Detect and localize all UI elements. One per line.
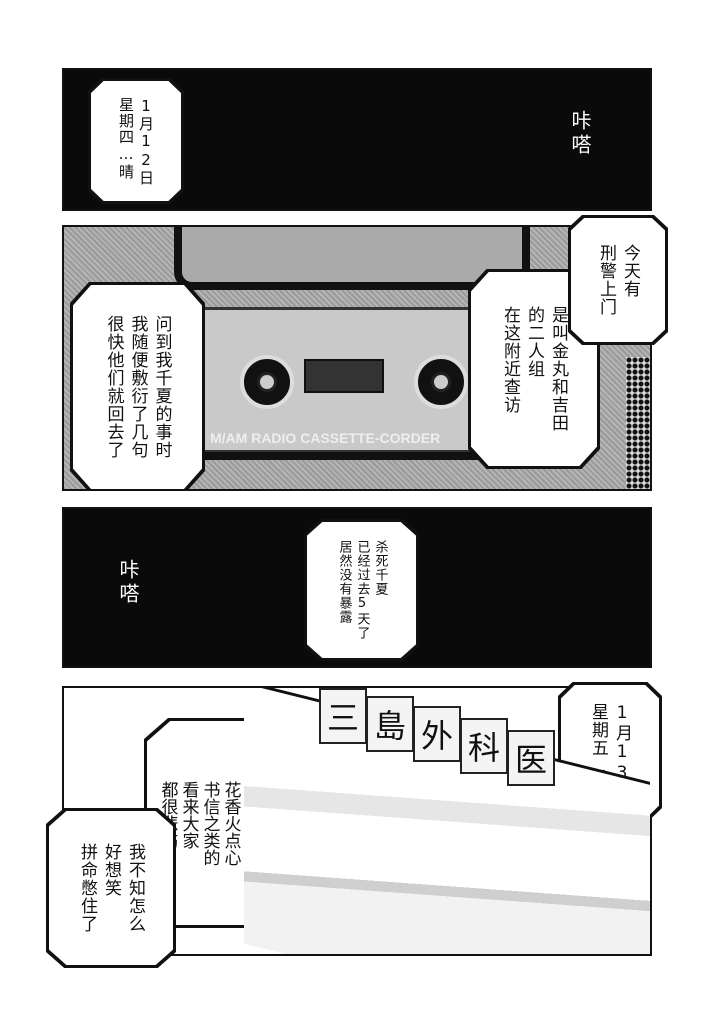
- cassette-reel: [414, 355, 468, 409]
- panel-2: M/AM RADIO CASSETTE-CORDER 问到我千夏的事时 我随便敷…: [62, 225, 652, 491]
- speech-text: 我不知怎么 好想笑 拼命憋住了: [77, 843, 145, 933]
- date-caption-text: 1月12日 星期四…晴: [117, 96, 155, 186]
- panel-1: 1月12日 星期四…晴 咔嗒: [62, 68, 652, 211]
- device-label: M/AM RADIO CASSETTE-CORDER: [210, 430, 441, 446]
- panel-4: 三 島 外 科 医: [62, 686, 652, 956]
- sign-letter: 外: [413, 706, 461, 762]
- panel-3: 咔嗒 杀死千夏 已经过去5天了 居然没有暴露: [62, 507, 652, 668]
- cassette-lid: [174, 227, 530, 290]
- speech-text: 今天有 刑警上门: [596, 244, 640, 316]
- speech-bubble-left: 问到我千夏的事时 我随便敷衍了几句 很快他们就回去了: [70, 282, 205, 489]
- sign-letter: 島: [366, 696, 414, 752]
- cassette-reel: [240, 355, 294, 409]
- speech-bubble: 杀死千夏 已经过去5天了 居然没有暴露: [304, 519, 419, 661]
- tape-window: [304, 359, 384, 393]
- speech-text: 是叫金丸和吉田 的二人组 在这附近查访: [500, 306, 568, 432]
- sign-letter: 三: [319, 688, 367, 744]
- sound-effect: 咔嗒: [568, 110, 592, 158]
- speaker-grille: [626, 357, 650, 489]
- recorder-edge: [174, 452, 574, 489]
- sign-letter: 科: [460, 718, 508, 774]
- speech-text: 杀死千夏 已经过去5天了 居然没有暴露: [336, 540, 388, 640]
- speech-bubble-right: 今天有 刑警上门: [568, 215, 668, 345]
- sound-effect: 咔嗒: [116, 559, 140, 607]
- sign-letter: 医: [507, 730, 555, 786]
- speech-text: 问到我千夏的事时 我随便敷衍了几句 很快他们就回去了: [103, 315, 172, 459]
- date-caption: 1月12日 星期四…晴: [88, 78, 184, 204]
- speech-bubble-left: 我不知怎么 好想笑 拼命憋住了: [46, 808, 176, 968]
